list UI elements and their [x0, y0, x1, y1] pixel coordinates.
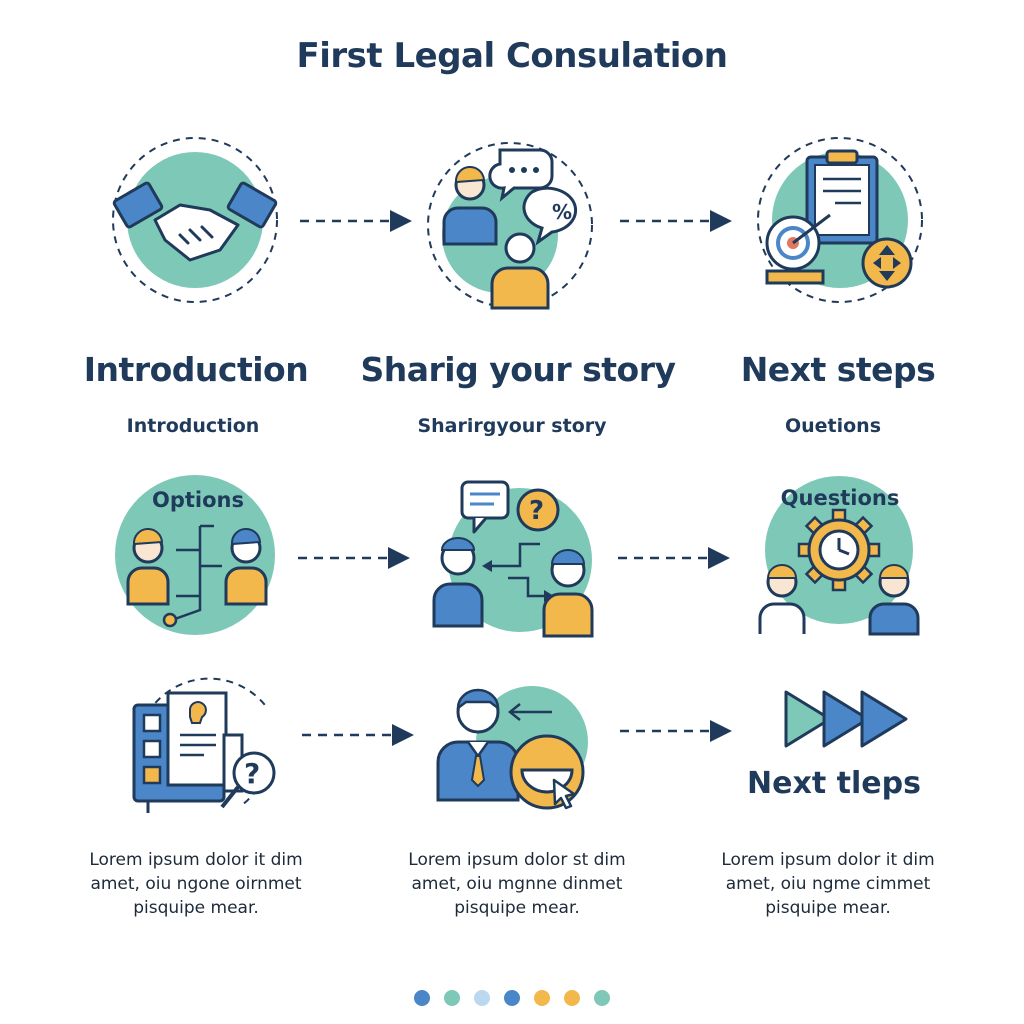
svg-text:%: % — [552, 200, 572, 224]
options-label: Options — [152, 488, 244, 512]
description-line: pisquipe mear. — [765, 898, 891, 918]
pagination-dot[interactable] — [534, 990, 550, 1006]
arrow-right-icon — [300, 210, 412, 232]
step-heading-sharing-story: Sharig your story — [360, 350, 676, 389]
step-subtitle-introduction: Introduction — [126, 415, 260, 437]
description-introduction: Lorem ipsum dolor it dim amet, oiu ngone… — [66, 848, 326, 920]
step-subtitle-next-steps: Ouetions — [784, 415, 882, 437]
clipboard-target-icon — [757, 137, 923, 303]
discussion-icon: ? — [432, 480, 594, 638]
page-title: First Legal Consulation — [296, 36, 729, 76]
pagination-dot[interactable] — [474, 990, 490, 1006]
description-sharing-story: Lorem ipsum dolor st dim amet, oiu mgnne… — [387, 848, 647, 920]
gear-clock-icon — [758, 476, 920, 636]
pagination-dot[interactable] — [594, 990, 610, 1006]
description-line: amet, oiu ngone oirnmet — [90, 874, 302, 894]
description-line: amet, oiu ngme cimmet — [725, 874, 931, 894]
description-line: pisquipe mear. — [133, 898, 259, 918]
description-line: Lorem ipsum dolor it dim — [89, 850, 303, 870]
document-checklist-icon: ? — [132, 677, 276, 813]
next-steps-label: Next tleps — [747, 766, 921, 801]
svg-text:?: ? — [529, 496, 544, 526]
description-line: pisquipe mear. — [454, 898, 580, 918]
arrow-right-icon — [302, 724, 414, 746]
description-next-steps: Lorem ipsum dolor it dim amet, oiu ngme … — [698, 848, 958, 920]
questions-label: Questions — [780, 486, 900, 510]
arrow-right-icon — [620, 720, 732, 742]
arrow-right-icon — [620, 210, 732, 232]
svg-text:?: ? — [244, 757, 260, 790]
description-line: Lorem ipsum dolor it dim — [721, 850, 935, 870]
arrow-right-icon — [618, 547, 730, 569]
pagination-dot[interactable] — [504, 990, 520, 1006]
arrow-right-icon — [298, 547, 410, 569]
step-heading-next-steps: Next steps — [740, 350, 936, 389]
options-icon — [115, 475, 275, 635]
fast-forward-icon — [784, 690, 908, 748]
handshake-icon — [112, 137, 278, 303]
step-heading-introduction: Introduction — [83, 350, 309, 389]
step-subtitle-sharing-story: Sharirgyour story — [417, 415, 607, 437]
description-line: amet, oiu mgnne dinmet — [411, 874, 623, 894]
consultant-icon — [436, 686, 588, 810]
pagination-dot[interactable] — [414, 990, 430, 1006]
description-line: Lorem ipsum dolor st dim — [408, 850, 626, 870]
pagination-dot[interactable] — [444, 990, 460, 1006]
pagination-dots — [0, 990, 1024, 1006]
pagination-dot[interactable] — [564, 990, 580, 1006]
chat-people-icon: % — [427, 142, 593, 310]
